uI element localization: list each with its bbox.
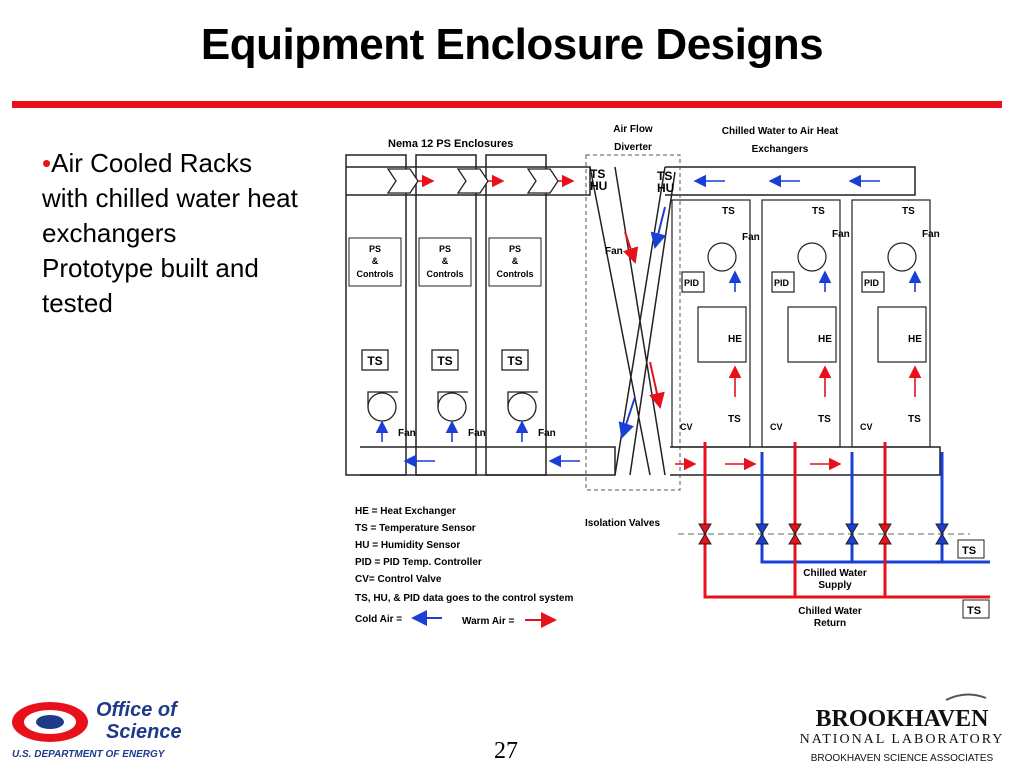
fan-icons — [367, 391, 538, 422]
hx-ts-vert: TS — [908, 414, 921, 425]
legend-he: HE = Heat Exchanger — [355, 506, 456, 517]
title-divider — [12, 101, 1002, 108]
bullet-list: •Air Cooled Racks with chilled water hea… — [42, 146, 302, 321]
hx-cv: CV — [860, 422, 873, 432]
hx-fan: Fan — [922, 229, 940, 240]
brookhaven-logo: BROOKHAVEN NATIONAL LABORATORY BROOKHAVE… — [796, 690, 1008, 768]
exchanger-ts: TS — [657, 169, 672, 183]
ps-controls: Controls — [357, 269, 394, 279]
hx-cold-arrows — [728, 270, 922, 292]
hx-ts-vert: TS — [818, 414, 831, 425]
diverter-label-line1: Air Flow — [613, 124, 653, 135]
hx-he: HE — [818, 334, 832, 345]
isolation-valves-label: Isolation Valves — [585, 518, 660, 529]
hx-fan: Fan — [742, 232, 760, 243]
ts-label: TS — [437, 354, 452, 368]
bnl-logo-line2: NATIONAL LABORATORY — [800, 732, 1005, 747]
ps-label: PS — [369, 244, 381, 254]
hx-warm-arrows — [728, 365, 922, 397]
page-number: 27 — [494, 738, 518, 764]
hx-pid: PID — [684, 278, 700, 288]
diverter-label-line2: Diverter — [614, 142, 652, 153]
hx-he: HE — [728, 334, 742, 345]
diverter-fan-label: Fan — [605, 246, 623, 257]
legend-cv: CV= Control Valve — [355, 574, 442, 585]
hx-he: HE — [908, 334, 922, 345]
hx-ts: TS — [902, 206, 915, 217]
legend-pid: PID = PID Temp. Controller — [355, 557, 482, 568]
legend-ts: TS = Temperature Sensor — [355, 523, 476, 534]
ps-controls-boxes — [348, 237, 542, 287]
legend-warm-air: Warm Air = — [462, 616, 514, 627]
legend-note: TS, HU, & PID data goes to the control s… — [355, 593, 573, 604]
supply-ts-box — [957, 539, 985, 559]
return-label-line2: Return — [814, 618, 846, 629]
hx-ts-vert: TS — [728, 414, 741, 425]
fan-label: Fan — [468, 428, 486, 439]
diverter-box — [585, 154, 681, 491]
bullet-icon: • — [42, 148, 52, 178]
enclosure-1 — [345, 154, 547, 476]
bullet-item-continued: Prototype built and tested — [42, 253, 259, 318]
doe-office-of-science-logo: Office of Science U.S. DEPARTMENT OF ENE… — [10, 694, 215, 764]
return-ts-box — [962, 599, 990, 619]
supply-label-line2: Supply — [818, 580, 852, 591]
legend-hu: HU = Humidity Sensor — [355, 540, 460, 551]
ps-amp: & — [372, 256, 379, 266]
ps-amp: & — [442, 256, 449, 266]
ts-label: TS — [507, 354, 522, 368]
bullet-text: Air Cooled Racks with chilled water heat… — [42, 148, 298, 248]
exchanger-label-line2: Exchangers — [752, 144, 809, 155]
hx-ts: TS — [812, 206, 825, 217]
exchanger-label-line1: Chilled Water to Air Heat — [722, 126, 839, 137]
ps-label: PS — [439, 244, 451, 254]
diverter-arrows-red — [622, 231, 665, 409]
isolation-valve-icons — [698, 523, 949, 545]
cold-air-arrows-fan — [375, 420, 529, 442]
ts-boxes — [361, 349, 529, 371]
diverter-hu: HU — [590, 179, 607, 193]
legend-cold-air: Cold Air = — [355, 614, 402, 625]
fan-label: Fan — [398, 428, 416, 439]
bnl-logo-line3: BROOKHAVEN SCIENCE ASSOCIATES — [811, 753, 994, 764]
ps-controls: Controls — [427, 269, 464, 279]
fan-label: Fan — [538, 428, 556, 439]
enclosure-diagram: Nema 12 PS Enclosures Air Flow Diverter … — [345, 124, 990, 629]
hx-cv: CV — [680, 422, 693, 432]
heat-exchanger-units — [671, 199, 931, 448]
supply-ts: TS — [962, 545, 976, 557]
ts-label: TS — [367, 354, 382, 368]
bnl-logo-line1: BROOKHAVEN — [816, 706, 990, 732]
hx-pid: PID — [864, 278, 880, 288]
ps-controls: Controls — [497, 269, 534, 279]
doe-logo-line2: Science — [106, 721, 182, 743]
hx-fan: Fan — [832, 229, 850, 240]
hx-cv: CV — [770, 422, 783, 432]
hx-pid: PID — [774, 278, 790, 288]
doe-logo-line3: U.S. DEPARTMENT OF ENERGY — [12, 749, 166, 760]
bullet-item: •Air Cooled Racks with chilled water hea… — [42, 146, 302, 251]
hx-ts: TS — [722, 206, 735, 217]
return-pipes — [703, 442, 990, 599]
ps-amp: & — [512, 256, 519, 266]
slide-title: Equipment Enclosure Designs — [200, 20, 824, 69]
air-ducts — [346, 166, 941, 476]
supply-label-line1: Chilled Water — [803, 568, 867, 579]
ps-label: PS — [509, 244, 521, 254]
return-ts: TS — [967, 605, 981, 617]
doe-logo-line1: Office of — [96, 699, 179, 721]
enclosure-label: Nema 12 PS Enclosures — [388, 138, 513, 150]
diverter-ts: TS — [590, 167, 605, 181]
diverter-arrows-blue — [618, 206, 667, 439]
exchanger-hu: HU — [657, 181, 674, 195]
return-label-line1: Chilled Water — [798, 606, 862, 617]
filter-icons — [386, 168, 559, 194]
